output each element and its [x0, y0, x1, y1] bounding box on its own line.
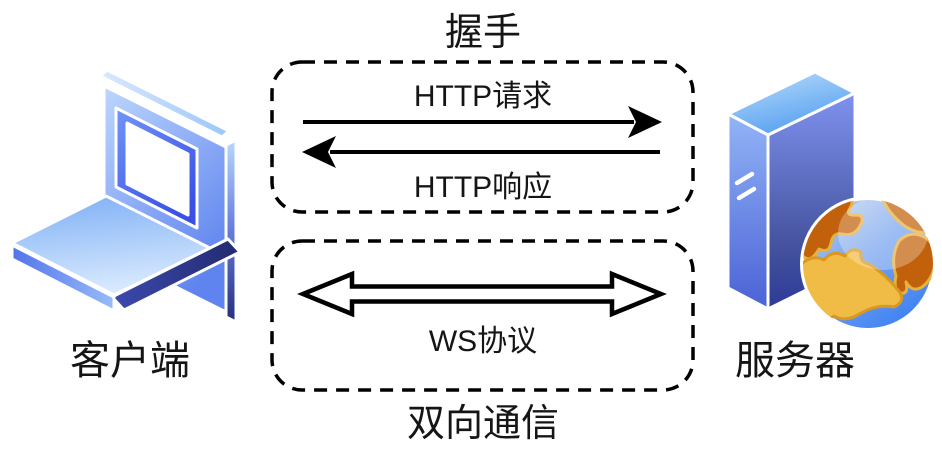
server-label: 服务器	[735, 339, 855, 383]
laptop-base-front-edge	[10, 243, 116, 313]
handshake-title: 握手	[445, 12, 521, 54]
laptop-icon	[10, 68, 242, 324]
ws-protocol-label: WS协议	[429, 325, 537, 358]
bidirectional-box	[270, 239, 695, 392]
laptop-screen	[125, 121, 190, 217]
bidirectional-title: 双向通信	[407, 403, 559, 445]
laptop-lid-side-edge	[224, 138, 238, 324]
server-icon	[726, 70, 857, 311]
client-label: 客户端	[70, 339, 190, 383]
http-response-arrowhead	[302, 136, 336, 168]
http-response-arrow	[302, 136, 660, 168]
globe-land-east	[892, 232, 933, 295]
http-request-arrow	[303, 106, 662, 138]
ws-double-arrow	[297, 270, 667, 318]
globe-highlight	[838, 199, 928, 270]
http-request-arrowhead	[628, 106, 662, 138]
handshake-box	[270, 60, 695, 214]
server-vent-slashes	[734, 171, 757, 201]
laptop-base-top	[10, 194, 212, 297]
server-left-face	[726, 112, 770, 311]
laptop-lid-top-edge	[98, 68, 231, 139]
http-response-label: HTTP响应	[414, 171, 552, 204]
http-request-label: HTTP请求	[414, 80, 552, 113]
